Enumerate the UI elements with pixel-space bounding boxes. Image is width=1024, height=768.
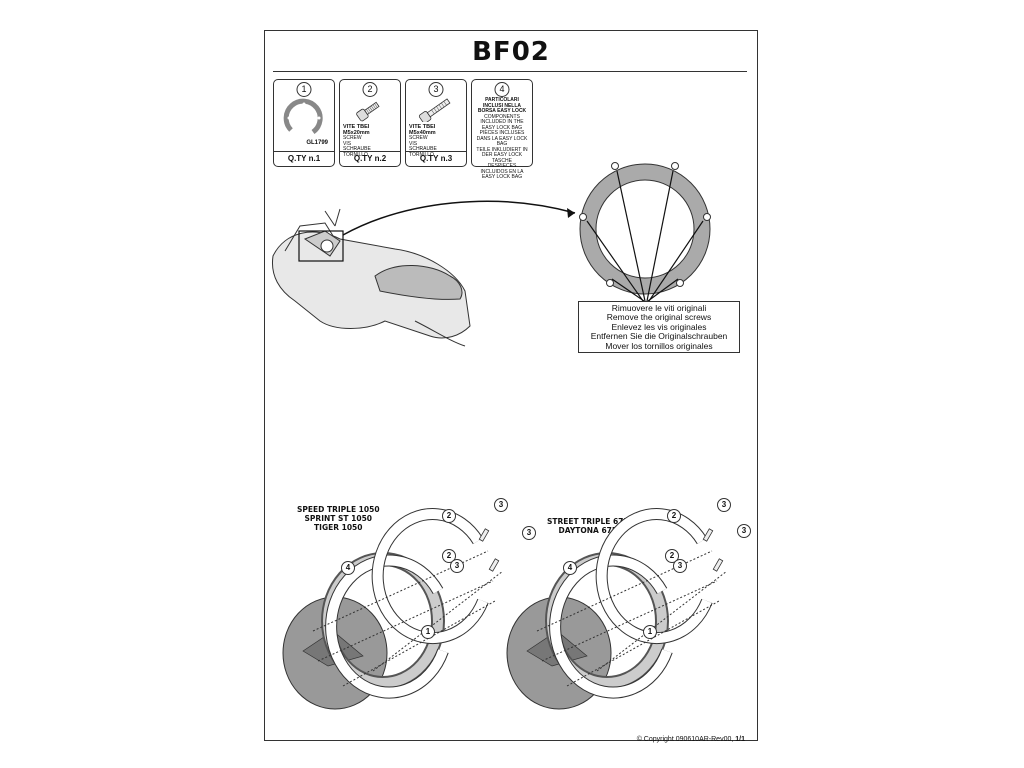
part-code: GL1799 <box>306 140 328 146</box>
callout-2: 2 <box>442 509 456 523</box>
detail-highlight-box <box>298 230 344 262</box>
callout-1: 1 <box>421 625 435 639</box>
part-quantity: Q.TY n.2 <box>340 151 400 166</box>
title-divider <box>273 71 747 72</box>
part-description: PARTICOLARI INCLUSI NELLA BORSA EASY LOC… <box>476 97 528 180</box>
exploded-assembly-right <box>506 508 727 710</box>
screw-icon <box>418 98 451 122</box>
callout-3: 3 <box>717 498 731 512</box>
part-number: 1 <box>296 82 312 97</box>
model-list-right: STREET TRIPLE 675 DAYTONA 675 <box>547 517 629 535</box>
part-3: 3 VITE TBEI M5x40mm SCREW VIS SCHRAUBE T… <box>405 79 467 167</box>
instruction-sheet: BF02 1 GL1799 Q.TY n.1 2 VITE TB <box>264 30 758 743</box>
part-1: 1 GL1799 Q.TY n.1 <box>273 79 335 167</box>
pointer-arrows <box>586 170 704 302</box>
part-name: VITE TBEI M5x20mm <box>343 124 370 136</box>
tank-flange-detail <box>579 162 711 295</box>
callout-4: 4 <box>341 561 355 575</box>
part-quantity: Q.TY n.3 <box>406 151 466 166</box>
part-number: 3 <box>428 82 444 97</box>
callout-1: 1 <box>643 625 657 639</box>
exploded-assembly-left <box>282 508 503 710</box>
part-heading: PARTICOLARI INCLUSI NELLA BORSA EASY LOC… <box>477 97 527 114</box>
screw-icon <box>356 101 380 122</box>
part-2: 2 VITE TBEI M5x20mm SCREW VIS SCHRAUBE T… <box>339 79 401 167</box>
callout-3: 3 <box>522 526 536 540</box>
detail-arrow <box>342 200 576 236</box>
part-number: 2 <box>362 82 378 97</box>
callout-2: 2 <box>667 509 681 523</box>
callout-3: 3 <box>450 559 464 573</box>
callout-3: 3 <box>737 524 751 538</box>
part-4: 4 PARTICOLARI INCLUSI NELLA BORSA EASY L… <box>471 79 533 180</box>
instruction-box: Rimuovere le viti originali Remove the o… <box>578 301 740 353</box>
motorcycle-diagram <box>271 162 711 347</box>
motorcycle-icon <box>271 208 471 347</box>
page-title: BF02 <box>472 37 550 67</box>
flange-ring-icon <box>283 98 323 135</box>
parts-list: 1 GL1799 Q.TY n.1 2 VITE TBEI M5x20mm SC… <box>273 79 533 180</box>
model-list-left: SPEED TRIPLE 1050 SPRINT ST 1050 TIGER 1… <box>297 505 380 532</box>
callout-3: 3 <box>494 498 508 512</box>
part-quantity: Q.TY n.1 <box>274 151 334 166</box>
part-description: VITE TBEI M5x20mm SCREW VIS SCHRAUBE TOR… <box>343 124 371 158</box>
part-name: VITE TBEI M5x40mm <box>409 124 436 136</box>
part-description: VITE TBEI M5x40mm SCREW VIS SCHRAUBE TOR… <box>409 124 437 158</box>
callout-4: 4 <box>563 561 577 575</box>
callout-3: 3 <box>673 559 687 573</box>
part-number: 4 <box>494 82 510 97</box>
copyright-footer: © Copyright 090610AR-Rev00, 1/1 <box>636 736 745 743</box>
